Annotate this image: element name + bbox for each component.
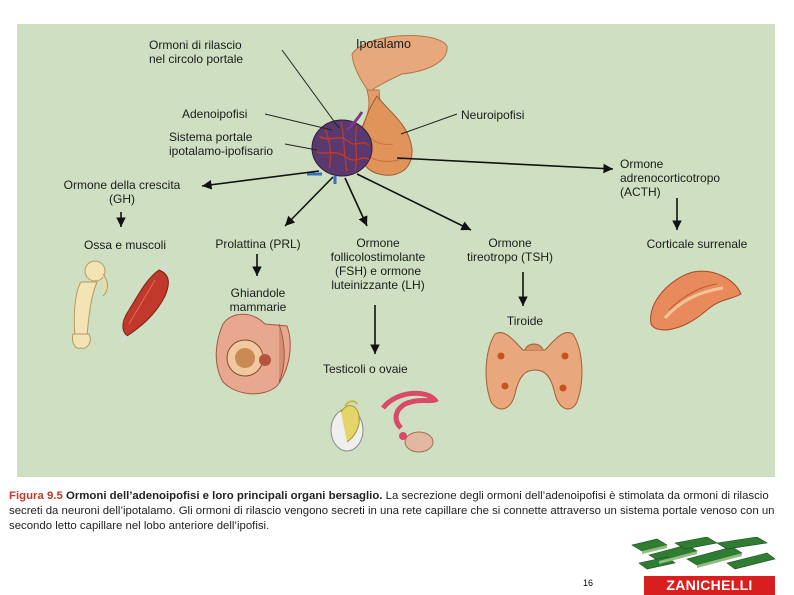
label-ormoni-rilascio: Ormoni di rilascio nel circolo portale — [149, 38, 244, 66]
neurohypophysis-illustration — [358, 95, 413, 176]
mammary-gland-illustration — [215, 313, 291, 395]
label-adenoipofisi: Adenoipofisi — [182, 107, 248, 121]
arrow-tsh — [356, 173, 472, 231]
leader-lines — [264, 49, 458, 151]
arrow-acth — [396, 157, 614, 174]
thyroid-illustration — [485, 332, 583, 410]
publisher-logo: ZANICHELLI — [644, 576, 775, 595]
maze-decoration — [631, 537, 776, 570]
arrow-prl — [284, 176, 334, 227]
figure-art — [72, 35, 742, 453]
arrow-fsh-lh — [344, 177, 368, 227]
label-tsh: Ormone tireotropo (TSH) — [466, 236, 554, 264]
label-ipotalamo: Ipotalamo — [356, 37, 411, 51]
label-prl: Prolattina (PRL) — [215, 237, 301, 251]
label-testicoli: Testicoli o ovaie — [323, 362, 408, 376]
arrow-gh — [201, 170, 320, 190]
label-fsh-lh: Ormone follicolostimolante (FSH) e ormon… — [330, 236, 426, 292]
label-acth: Ormone adrenocorticotropo (ACTH) — [620, 157, 721, 199]
adrenal-illustration — [650, 270, 742, 331]
hormone-arrows — [116, 157, 682, 354]
label-tiroide: Tiroide — [506, 314, 544, 328]
adenohypophysis-illustration — [307, 111, 373, 184]
label-ossa-muscoli: Ossa e muscoli — [83, 238, 167, 252]
figure-panel: Ipotalamo Ormoni di rilascio nel circolo… — [17, 24, 775, 477]
caption-body: La secrezione degli ormoni dell’adenoipo… — [9, 490, 775, 532]
label-ghiandole: Ghiandole mammarie — [229, 286, 287, 314]
caption-label: Figura 9.5 — [9, 490, 63, 502]
caption-title: Ormoni dell’adenoipofisi e loro principa… — [65, 490, 383, 502]
muscle-illustration — [119, 263, 169, 344]
label-gh: Ormone della crescita (GH) — [63, 178, 181, 206]
label-neuroipofisi: Neuroipofisi — [461, 108, 525, 122]
page-number: 16 — [583, 578, 594, 588]
gonads-illustration — [330, 390, 439, 453]
label-surrenale: Corticale surrenale — [646, 237, 748, 251]
figure-caption: Figura 9.5 Ormoni dell’adenoipofisi e lo… — [9, 489, 784, 534]
femur-illustration — [72, 260, 108, 349]
label-sistema-portale: Sistema portale ipotalamo-ipofisario — [169, 130, 274, 158]
